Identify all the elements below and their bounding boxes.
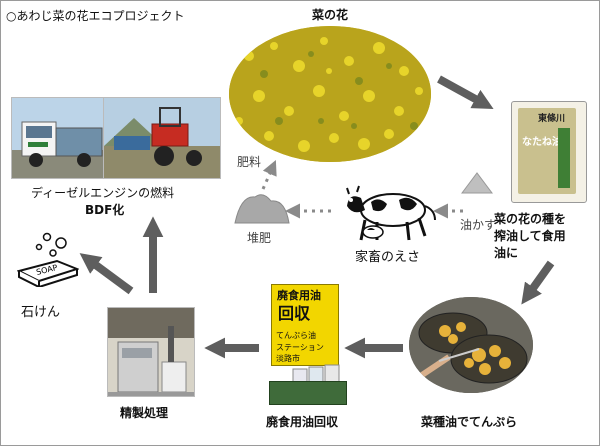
pressing-line-3: 油に <box>494 246 519 260</box>
compost-icon <box>234 194 290 224</box>
oil-cake-label: 油かす <box>460 218 497 232</box>
fertilizer-label: 肥料 <box>237 155 262 169</box>
page-title: ○あわじ菜の花エコプロジェクト <box>6 9 185 23</box>
arrow-flower-to-oil <box>437 75 494 110</box>
arrow-oil-to-tempura <box>521 260 555 305</box>
tempura-photo <box>409 297 533 393</box>
cow-illustration <box>346 185 436 241</box>
tempura-label: 菜種油でてんぷら <box>421 415 518 429</box>
soap-label: 石けん <box>21 305 61 320</box>
diesel-fuel-label: ディーゼルエンジンの燃料 <box>31 186 175 200</box>
arrow-refining-to-soap <box>79 253 134 295</box>
rapeseed-oil-can: 東條川 なたね油 <box>511 101 587 203</box>
sign-line-4: ステーション <box>276 343 324 352</box>
collection-label: 廃食用油回収 <box>266 415 339 429</box>
oil-brand-label: 東條川 <box>538 114 566 124</box>
refining-label: 精製処理 <box>120 406 169 420</box>
sign-line-1: 廃食用油 <box>277 289 321 302</box>
rapeseed-field-photo <box>229 26 431 162</box>
flower-label: 菜の花 <box>312 8 349 22</box>
pressing-line-1: 菜の花の種を <box>494 212 567 226</box>
livestock-label: 家畜のえさ <box>355 250 421 265</box>
collection-sign: 廃食用油 回収 てんぷら油 ステーション 淡路市 <box>271 284 339 366</box>
bdf-truck-photo <box>11 97 109 179</box>
soap-illustration: SOAP <box>17 232 79 287</box>
sign-line-2: 回収 <box>278 304 311 323</box>
oil-product-label: なたね油 <box>522 137 562 148</box>
dotted-compost-to-fertilizer <box>261 160 277 190</box>
bdf-label: BDF化 <box>85 203 125 217</box>
bdf-tractor-photo <box>103 97 221 179</box>
collection-tray <box>269 381 347 405</box>
oil-cake-icon <box>461 172 493 194</box>
pressing-line-2: 搾油して食用 <box>494 229 566 243</box>
compost-label: 堆肥 <box>247 231 272 245</box>
refining-machine-photo <box>107 307 195 397</box>
sign-line-5: 淡路市 <box>276 354 300 363</box>
sign-line-3: てんぷら油 <box>276 331 316 340</box>
